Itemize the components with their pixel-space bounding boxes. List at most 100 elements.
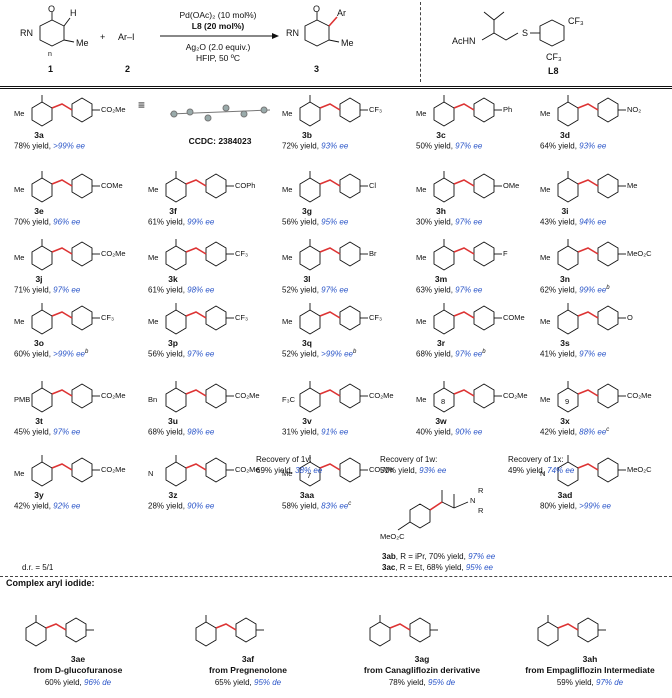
yield-value-3s: 41% yield, <box>540 349 577 359</box>
n-substituent-3k: Me <box>148 253 159 262</box>
lactam-ring <box>299 177 321 203</box>
yield-value-3a: 78% yield, <box>14 141 51 151</box>
structure-3r <box>433 303 502 335</box>
new-cc-bond <box>51 389 73 397</box>
ee-3ab: 97% ee <box>468 552 496 561</box>
yield-value-3ad: 80% yield, <box>540 501 577 511</box>
lactam-ring <box>557 101 579 127</box>
ccdc-label: CCDC: 2384023 <box>188 136 252 146</box>
aryl-substituent-3j: CO₂Me <box>101 249 126 258</box>
structure-3aa <box>299 455 368 487</box>
arene-ring <box>339 457 361 483</box>
compound-id-3u: 3u <box>168 416 178 426</box>
ab-ester: MeO₂C <box>380 532 405 541</box>
recovery-1v-values: 69% yield, 38% ee <box>256 466 322 475</box>
ee-value-3u: 98% ee <box>187 427 215 437</box>
ee-value-3aa: 83% ee <box>321 501 349 511</box>
footnote-3n: b <box>606 285 610 291</box>
compound-id-3q: 3q <box>302 338 312 348</box>
arene-ring <box>473 173 495 199</box>
lactam-ring <box>537 621 559 647</box>
yield-3o: 60% yield, >99% eeb <box>14 349 88 359</box>
yield-value-3m: 63% yield, <box>416 285 453 295</box>
arene-ring <box>65 617 87 643</box>
scheme-prod-rn: RN <box>286 28 299 38</box>
yield-3l: 52% yield, 97% ee <box>282 285 348 295</box>
new-cc-bond <box>577 103 599 111</box>
yield-3ah: 59% yield, 97% de <box>520 678 660 687</box>
compound-id-3k: 3k <box>168 274 178 284</box>
n-substituent-3y: Me <box>14 469 25 478</box>
ee-value-3l: 97% ee <box>321 285 349 295</box>
structure-3o <box>31 303 100 335</box>
product-3ab-3ac: N R R MeO₂C <box>380 480 510 550</box>
aryl-substituent-3c: Ph <box>503 105 513 114</box>
n-substituent-3n: Me <box>540 253 551 262</box>
structure-3d <box>557 95 626 127</box>
n-substituent-3o: Me <box>14 317 25 326</box>
aryl-substituent-3ad: MeO₂C <box>627 465 652 474</box>
footnote-3r: b <box>482 349 486 355</box>
yield-value-3k: 61% yield, <box>148 285 185 295</box>
reaction-scheme: RN O H Me n 1 + Ar–I 2 Pd(OAc)₂ (10 mol%… <box>0 0 672 86</box>
yield-3n: 62% yield, 99% eeb <box>540 285 610 295</box>
scheme-me-label: Me <box>76 38 89 48</box>
yield-3ac: 3ac, R = Et, 68% yield, 95% ee <box>382 563 493 572</box>
compound-id-3ad: 3ad <box>557 490 573 500</box>
yield-3b: 72% yield, 93% ee <box>282 141 348 151</box>
compound-id-3t: 3t <box>35 416 43 426</box>
compound-id-3ah: 3ah <box>582 654 598 664</box>
arene-ring <box>597 173 619 199</box>
ee-value-3f: 99% ee <box>187 217 215 227</box>
aryl-substituent-3aa: CO₂Me <box>369 465 394 474</box>
ee-value-3x: 88% ee <box>579 427 607 437</box>
scheme-divider <box>420 2 421 82</box>
compound-id-3d: 3d <box>560 130 570 140</box>
ee-value-3w: 90% ee <box>455 427 483 437</box>
structure-3x <box>557 381 626 413</box>
aryl-substituent-3e: COMe <box>101 181 123 190</box>
ee-value-3d: 93% ee <box>579 141 607 151</box>
yield-3f: 61% yield, 99% ee <box>148 217 214 227</box>
recovery-1w: Recovery of 1w: <box>380 455 437 464</box>
structure-3g <box>299 171 368 203</box>
crystal-structure-image <box>160 92 280 132</box>
n-substituent-3e: Me <box>14 185 25 194</box>
yield-value-3ah: 59% yield, <box>556 678 594 687</box>
yield-value-3aa: 58% yield, <box>282 501 319 511</box>
new-cc-bond <box>185 247 207 255</box>
yield-3ad: 80% yield, >99% ee <box>540 501 611 511</box>
arene-ring <box>339 97 361 123</box>
yield-value-3ae: 60% yield, <box>44 678 82 687</box>
ring-size-ring8: 8 <box>441 397 446 406</box>
yield-3d: 64% yield, 93% ee <box>540 141 606 151</box>
yield-3c: 50% yield, 97% ee <box>416 141 482 151</box>
ligand-cf3-top: CF₃ <box>568 16 584 26</box>
structure-3e <box>31 171 100 203</box>
aryl-substituent-3n: MeO₂C <box>627 249 652 258</box>
yield-value-3l: 52% yield, <box>282 285 319 295</box>
structure-3a <box>31 95 100 127</box>
recovery-1w-ee: 93% ee <box>419 466 447 475</box>
structure-3t <box>31 381 100 413</box>
lactam-ring <box>299 101 321 127</box>
text-3ac: , R = Et, 68% yield, <box>395 563 466 572</box>
lactam-ring <box>165 461 187 487</box>
yield-value-3b: 72% yield, <box>282 141 319 151</box>
scheme-cond-1: Pd(OAc)₂ (10 mol%) <box>179 10 257 20</box>
scheme-prod-id: 3 <box>314 64 320 74</box>
new-cc-bond <box>319 103 341 111</box>
lactam-ring <box>299 309 321 335</box>
new-cc-bond <box>453 247 475 255</box>
compound-id-3af: 3af <box>241 654 255 664</box>
compound-id-3f: 3f <box>169 206 177 216</box>
ee-value-3t: 97% ee <box>53 427 81 437</box>
new-cc-bond <box>51 247 73 255</box>
